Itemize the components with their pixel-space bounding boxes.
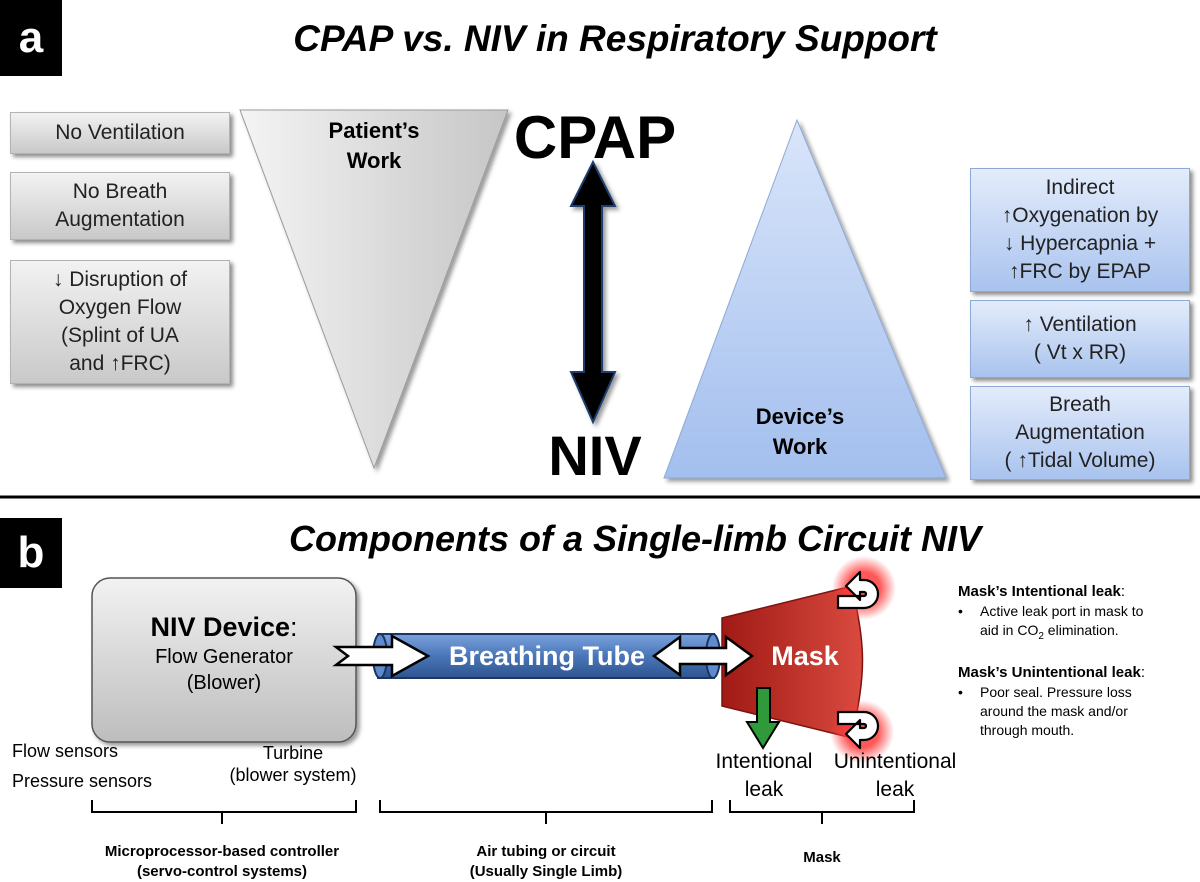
no-ventilation-box: No Ventilation <box>10 112 230 154</box>
unintentional-leak-note-title: Mask’s Unintentional leak: <box>958 663 1145 681</box>
flow-arrow-into-tube <box>332 633 431 679</box>
panel-a-graphics <box>0 109 1200 499</box>
no-ventilation-text: No Ventilation <box>55 121 185 144</box>
mask-label: Mask <box>771 641 839 671</box>
label-line: Work <box>772 434 828 459</box>
label-line: Intentional <box>715 750 813 773</box>
panel-a-title: CPAP vs. NIV in Respiratory Support <box>293 18 937 59</box>
tubing-group-label: Air tubing or circuit (Usually Single Li… <box>426 842 666 882</box>
flow-sensors-label: Flow sensors <box>12 741 119 761</box>
oxygenation-box: Indirect ↑Oxygenation by ↓ Hypercapnia +… <box>970 168 1190 292</box>
oxygen-flow-box: ↓ Disruption of Oxygen Flow (Splint of U… <box>10 260 230 384</box>
turbine-label: Turbine (blower system) <box>218 742 368 786</box>
leak-notes: Mask’s Intentional leak: • Active leak p… <box>958 583 1194 740</box>
cpap-label: CPAP <box>513 104 677 171</box>
mask-group-label: Mask <box>803 849 841 866</box>
box-line: Indirect <box>1045 176 1115 199</box>
label-line: Microprocessor-based controller <box>104 843 340 860</box>
bracket-controller <box>91 800 357 824</box>
panel-b-title: Components of a Single-limb Circuit NIV <box>288 518 982 559</box>
breath-augmentation-box: Breath Augmentation ( ↑Tidal Volume) <box>970 386 1190 480</box>
niv-device-line: (Blower) <box>186 672 262 694</box>
unintentional-leak-arrow-bottom <box>836 710 880 750</box>
box-line: ↑FRC by EPAP <box>1009 260 1151 283</box>
unintentional-leak-label: Unintentional leak <box>822 748 968 804</box>
box-line: ( Vt x RR) <box>1033 341 1127 364</box>
box-line: No Breath <box>72 180 168 203</box>
label-line: Device’s <box>755 404 845 429</box>
box-line: Augmentation <box>1015 421 1145 444</box>
panel-b-label: b <box>0 518 62 588</box>
device-work-label: Device’s Work <box>722 402 878 462</box>
box-line: and ↑FRC) <box>69 352 171 375</box>
label-line: Unintentional <box>833 750 957 773</box>
box-line: ↓ Hypercapnia + <box>1003 232 1157 255</box>
pressure-sensors-label: Pressure sensors <box>12 771 153 791</box>
bracket-tubing <box>379 800 713 824</box>
box-line: ↑Oxygenation by <box>1001 204 1159 227</box>
no-breath-augmentation-box: No Breath Augmentation <box>10 172 230 240</box>
patient-work-triangle <box>239 109 509 470</box>
label-line: (blower system) <box>229 765 357 785</box>
controller-group-label: Microprocessor-based controller (servo-c… <box>62 842 382 882</box>
device-work-triangle <box>663 118 947 479</box>
bracket-mask <box>729 800 915 824</box>
label-line: Patient’s <box>328 118 420 143</box>
intentional-leak-label: Intentional leak <box>702 748 826 804</box>
box-line: ↑ Ventilation <box>1023 313 1137 336</box>
label-line: leak <box>875 778 915 801</box>
intentional-leak-arrow <box>745 687 781 750</box>
intentional-leak-note: • Active leak port in mask to aid in CO2… <box>958 603 1144 642</box>
patient-work-label: Patient’s Work <box>300 116 448 176</box>
breathing-tube-label: Breathing Tube <box>448 641 645 671</box>
label-line: (servo-control systems) <box>136 863 308 880</box>
niv-device-label: NIV Device: Flow Generator (Blower) <box>92 610 356 696</box>
label-line: Air tubing or circuit <box>476 843 616 860</box>
label-line: (Usually Single Limb) <box>469 863 623 880</box>
box-line: ↓ Disruption of <box>52 268 188 291</box>
label-line: Turbine <box>262 743 324 763</box>
box-line: Augmentation <box>55 208 185 231</box>
box-line: (Splint of UA <box>61 324 179 347</box>
intentional-leak-note-title: Mask’s Intentional leak: <box>958 583 1126 600</box>
label-line: Work <box>346 148 402 173</box>
panel-a-label: a <box>0 0 62 76</box>
tube-mask-double-arrow <box>651 634 755 678</box>
box-line: Breath <box>1049 393 1111 416</box>
label-line: leak <box>744 778 784 801</box>
unintentional-leak-arrow-top <box>836 570 880 610</box>
cpap-niv-double-arrow <box>569 159 617 425</box>
ventilation-box: ↑ Ventilation ( Vt x RR) <box>970 300 1190 378</box>
box-line: ( ↑Tidal Volume) <box>1004 449 1156 472</box>
unintentional-leak-note: • Poor seal. Pressure loss around the ma… <box>958 683 1132 738</box>
niv-device-title: NIV Device: <box>150 612 298 642</box>
niv-device-line: Flow Generator <box>155 646 293 668</box>
panel-b-graphics <box>91 556 915 824</box>
niv-label: NIV <box>548 424 642 487</box>
box-line: Oxygen Flow <box>58 296 182 319</box>
